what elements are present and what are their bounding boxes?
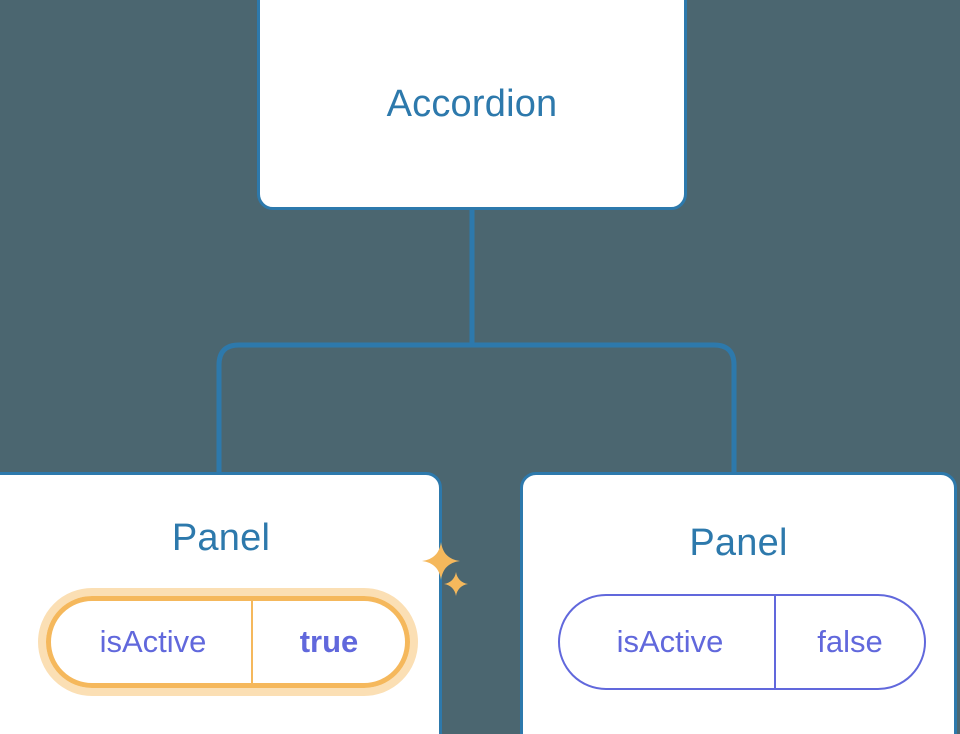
- panel-right-title-row: Panel: [523, 522, 954, 565]
- node-panel-right-title: Panel: [689, 522, 788, 564]
- connector-bus: [216, 342, 737, 372]
- prop-pill-is-active-false[interactable]: isActive false: [558, 594, 926, 690]
- prop-pill-left-wrapper: isActive true: [38, 588, 418, 696]
- node-panel-right[interactable]: Panel isActive false: [520, 472, 957, 734]
- node-accordion-title: Accordion: [386, 82, 558, 125]
- prop-value-false: false: [817, 624, 883, 659]
- panel-left-title-row: Panel: [0, 517, 439, 560]
- node-panel-left-title: Panel: [171, 517, 271, 559]
- prop-key-is-active: isActive: [560, 596, 776, 688]
- sparkle-small-icon: [444, 572, 468, 596]
- prop-pill-is-active-true[interactable]: isActive true: [46, 596, 410, 688]
- panel-right-content: Panel isActive false: [523, 475, 954, 734]
- node-accordion[interactable]: Accordion: [257, 0, 687, 210]
- prop-pill-highlight-glow: [38, 588, 418, 696]
- prop-value-true: true: [299, 624, 359, 659]
- panel-left-content: Panel isActive true: [0, 475, 439, 734]
- prop-key-is-active: isActive: [51, 601, 253, 683]
- node-panel-left[interactable]: Panel isActive true: [0, 472, 442, 734]
